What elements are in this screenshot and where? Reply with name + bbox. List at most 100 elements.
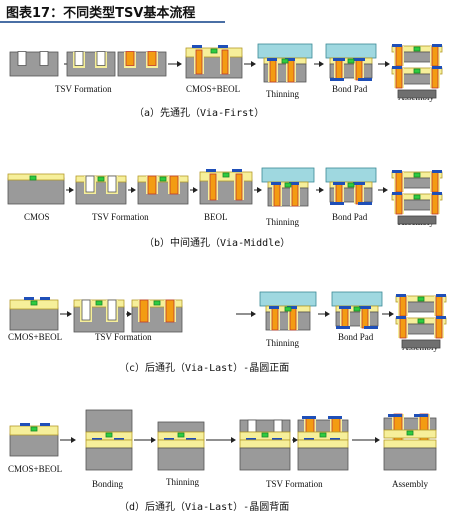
bump [20, 423, 30, 426]
trench [74, 51, 84, 66]
process-arrow [378, 187, 388, 193]
figure-title: 图表17：不同类型TSV基本流程 [6, 6, 196, 21]
bonded-wafer-stack [85, 409, 133, 471]
thinned-wafer-on-carrier [259, 291, 317, 331]
bump [272, 438, 282, 441]
bump [333, 182, 345, 185]
bond-pad [281, 58, 289, 64]
process-arrow [60, 311, 72, 317]
arrow-head [257, 187, 262, 193]
beol-layer [157, 439, 205, 449]
bump [330, 438, 340, 441]
bump [246, 438, 256, 441]
bump [302, 416, 316, 419]
via-core [169, 175, 179, 195]
bond-pad [97, 176, 105, 182]
thinned-wafer-on-carrier [257, 43, 313, 83]
trench [247, 419, 257, 433]
thinned-bonded-stack [157, 421, 205, 471]
label: CMOS+BEOL [8, 332, 62, 342]
via-core [395, 193, 403, 215]
bond-pad [284, 306, 292, 312]
bond-pad [353, 306, 361, 312]
bond-pad [347, 58, 355, 64]
bump [396, 294, 406, 297]
bump [432, 170, 442, 173]
trench [273, 419, 283, 433]
bond-pad [417, 296, 425, 302]
via-core [399, 317, 407, 339]
processed-wafer [9, 423, 59, 457]
label: BEOL [204, 212, 228, 222]
process-arrow [382, 311, 394, 317]
bond-pad [417, 318, 425, 324]
via-core [393, 413, 403, 445]
bump [328, 416, 342, 419]
processed-wafer [185, 45, 243, 79]
via-core [435, 317, 443, 339]
bond-pad [413, 46, 421, 52]
silicon-substrate [9, 51, 59, 77]
processed-wafer [199, 169, 253, 205]
process-arrow [316, 187, 324, 193]
wafer-with-filled-vias [137, 175, 189, 205]
bump [304, 438, 314, 441]
silicon-substrate [297, 447, 349, 471]
bump [289, 182, 299, 185]
wafer-with-trenches [73, 299, 125, 333]
wafer-with-filled-vias [117, 51, 167, 77]
via-core [395, 45, 403, 67]
thinned-silicon [239, 419, 291, 433]
via-core [269, 59, 277, 83]
bump [392, 44, 402, 47]
label: CMOS+BEOL [186, 84, 240, 94]
die-stack-assembly [391, 44, 443, 99]
bond-pad [261, 432, 269, 438]
label: Thinning [266, 217, 299, 227]
silicon-substrate [137, 179, 189, 205]
via-core [273, 183, 281, 207]
caption: （d）后通孔（Via-Last）-晶圆背面 [119, 500, 289, 513]
temporary-carrier [325, 167, 377, 183]
bump [267, 58, 277, 61]
trench [17, 51, 27, 66]
bump [186, 438, 196, 441]
caption: （c）后通孔（Via-Last）-晶圆正面 [119, 362, 289, 374]
temporary-carrier [331, 291, 383, 307]
label: CMOS [24, 212, 50, 222]
via-core [355, 59, 363, 81]
section-a: TSV Formation CMOS+BEOL Thinning Bond Pa… [55, 84, 435, 119]
process-arrow [134, 437, 156, 443]
bond-pad [159, 176, 167, 182]
bond-pad [29, 175, 37, 181]
via-core [395, 171, 403, 193]
die-stack-assembly [383, 413, 437, 471]
bump [330, 202, 344, 205]
beol-layer [85, 439, 133, 449]
bump [414, 414, 428, 417]
bump [232, 169, 242, 172]
bump [432, 44, 442, 47]
title-underline [0, 21, 225, 23]
wafer-with-lined-trenches [66, 51, 116, 77]
base-die [397, 89, 437, 99]
backside-trench-stack [239, 419, 291, 471]
bond-pad [30, 300, 38, 306]
bump [353, 58, 365, 61]
via-core [195, 49, 203, 75]
base-die [397, 215, 437, 225]
trench [39, 51, 49, 66]
via-core [291, 183, 299, 207]
bond-pad [413, 68, 421, 74]
label: CMOS+BEOL [8, 464, 62, 474]
process-arrow [254, 187, 262, 193]
wafer-with-trenches [9, 51, 59, 77]
process-arrow [60, 437, 76, 443]
bump [392, 66, 402, 69]
label: TSV Formation [95, 332, 152, 342]
die-stack-assembly [395, 294, 447, 349]
label: Bond Pad [332, 212, 368, 222]
process-arrow [126, 311, 132, 317]
label: Thinning [266, 338, 299, 348]
